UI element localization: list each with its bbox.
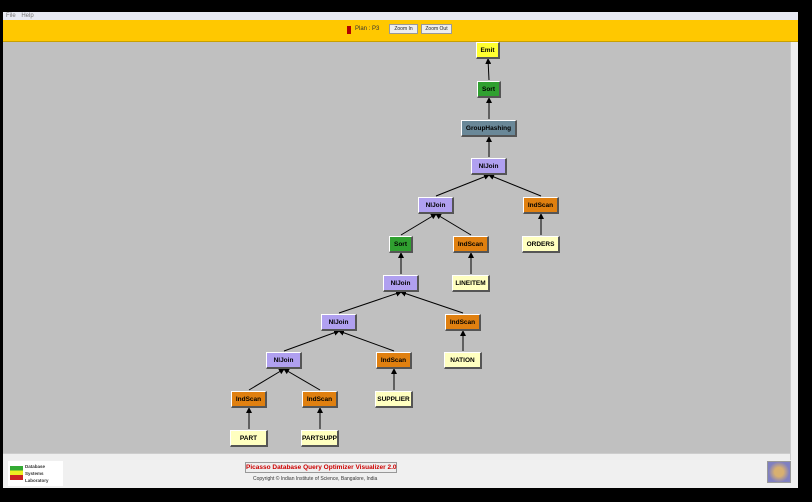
plan-edge (435, 174, 490, 197)
plan-node-indscan[interactable]: IndScan (453, 236, 489, 253)
plan-color-swatch (347, 25, 351, 34)
plan-node-nljoin[interactable]: NlJoin (418, 197, 454, 214)
plan-node-emit[interactable]: Emit (476, 42, 500, 59)
horizontal-scrollbar[interactable] (3, 453, 790, 460)
plan-node-indscan[interactable]: IndScan (231, 391, 267, 408)
menu-help[interactable]: Help (21, 13, 34, 19)
plan-edges (246, 58, 544, 429)
app-title-button[interactable]: Picasso Database Query Optimizer Visuali… (245, 462, 397, 473)
plan-node-relation[interactable]: ORDERS (522, 236, 560, 253)
plan-node-nljoin[interactable]: NlJoin (383, 275, 419, 292)
plan-node-indscan[interactable]: IndScan (376, 352, 412, 369)
plan-node-indscan[interactable]: IndScan (445, 314, 481, 331)
plan-edge (485, 58, 492, 81)
plan-node-relation[interactable]: LINEITEM (452, 275, 490, 292)
plan-node-relation[interactable]: NATION (444, 352, 482, 369)
plan-edge (400, 213, 437, 236)
plan-edge (338, 290, 402, 314)
dsl-logo-mark (10, 466, 23, 480)
zoom-in-button[interactable]: Zoom In (389, 24, 418, 34)
plan-node-relation[interactable]: PART (230, 430, 268, 447)
plan-node-nljoin[interactable]: NlJoin (321, 314, 357, 331)
toolbar: Plan : P3 Zoom In Zoom Out (3, 20, 798, 42)
menu-bar: File Help (3, 12, 798, 20)
plan-node-relation[interactable]: PARTSUPP (301, 430, 339, 447)
plan-node-indscan[interactable]: IndScan (523, 197, 559, 214)
plan-node-sort[interactable]: Sort (389, 236, 413, 253)
footer: Database Systems Laboratory Picasso Data… (3, 460, 798, 488)
copyright-text: Copyright © Indian Institute of Science,… (253, 476, 378, 482)
plan-edge (435, 213, 472, 236)
plan-edge (400, 290, 464, 314)
zoom-out-button[interactable]: Zoom Out (421, 24, 452, 34)
menu-file[interactable]: File (6, 13, 16, 19)
vertical-scrollbar[interactable] (790, 42, 798, 460)
plan-node-indscan[interactable]: IndScan (302, 391, 338, 408)
plan-node-sort[interactable]: Sort (477, 81, 501, 98)
plan-edge (248, 368, 285, 391)
plan-node-relation[interactable]: SUPPLIER (375, 391, 413, 408)
plan-edge (338, 329, 395, 352)
plan-node-nljoin[interactable]: NlJoin (266, 352, 302, 369)
app-frame: File Help Plan : P3 Zoom In Zoom Out Emi… (3, 12, 798, 488)
plan-indicator: Plan : P3 (347, 25, 379, 34)
dsl-logo: Database Systems Laboratory (8, 461, 63, 486)
plan-node-grouphashing[interactable]: GroupHashing (461, 120, 517, 137)
plan-edge (283, 329, 340, 352)
dsl-logo-text: Database Systems Laboratory (25, 464, 49, 483)
iisc-emblem (767, 461, 791, 483)
plan-node-nljoin[interactable]: NlJoin (471, 158, 507, 175)
plan-label: Plan : P3 (355, 26, 380, 32)
plan-edge (283, 368, 321, 391)
plan-edge (488, 174, 542, 197)
